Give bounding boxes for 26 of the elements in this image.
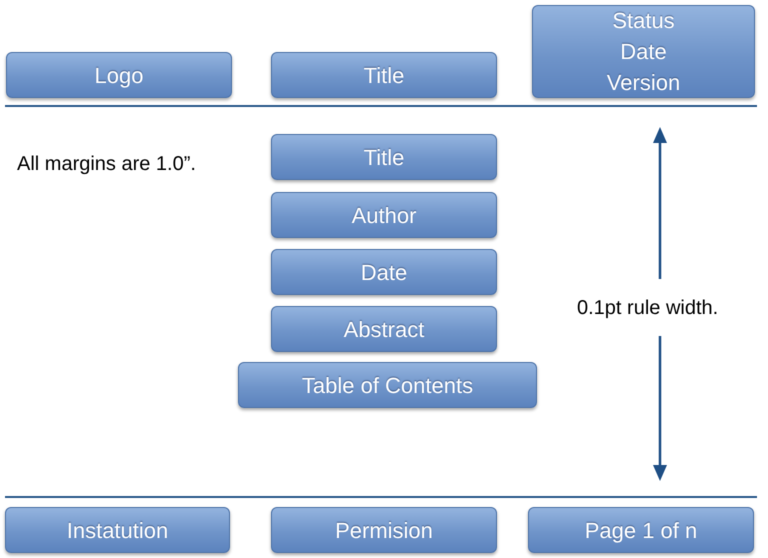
section-box: [6, 52, 232, 98]
box-label: Title: [364, 62, 404, 90]
section-box: [271, 507, 497, 553]
box-label: Instatution: [66, 516, 168, 544]
section-box: [532, 5, 755, 98]
box-label: Date: [620, 38, 667, 66]
box-label: Page 1 of n: [584, 516, 698, 545]
box-label: Title: [364, 144, 404, 172]
box-label: Abstract: [344, 316, 424, 344]
box-label: Version: [606, 69, 680, 97]
box-label: Date: [360, 258, 408, 286]
box-label: Table of Contents: [302, 372, 474, 400]
section-box: [271, 192, 497, 238]
box-label: Logo: [94, 62, 144, 90]
section-box: [5, 507, 230, 553]
section-box: [271, 52, 497, 98]
box-label: Author: [352, 202, 416, 230]
section-box: [238, 362, 537, 408]
section-box: [528, 507, 754, 553]
box-label: Status: [612, 7, 675, 35]
box-label: Permision: [335, 516, 433, 544]
note-text: 0.1pt rule width.: [577, 297, 718, 320]
section-box: [271, 306, 497, 352]
note-text: All margins are 1.0”.: [17, 153, 196, 176]
section-box: [271, 249, 497, 295]
section-box: [271, 134, 497, 180]
